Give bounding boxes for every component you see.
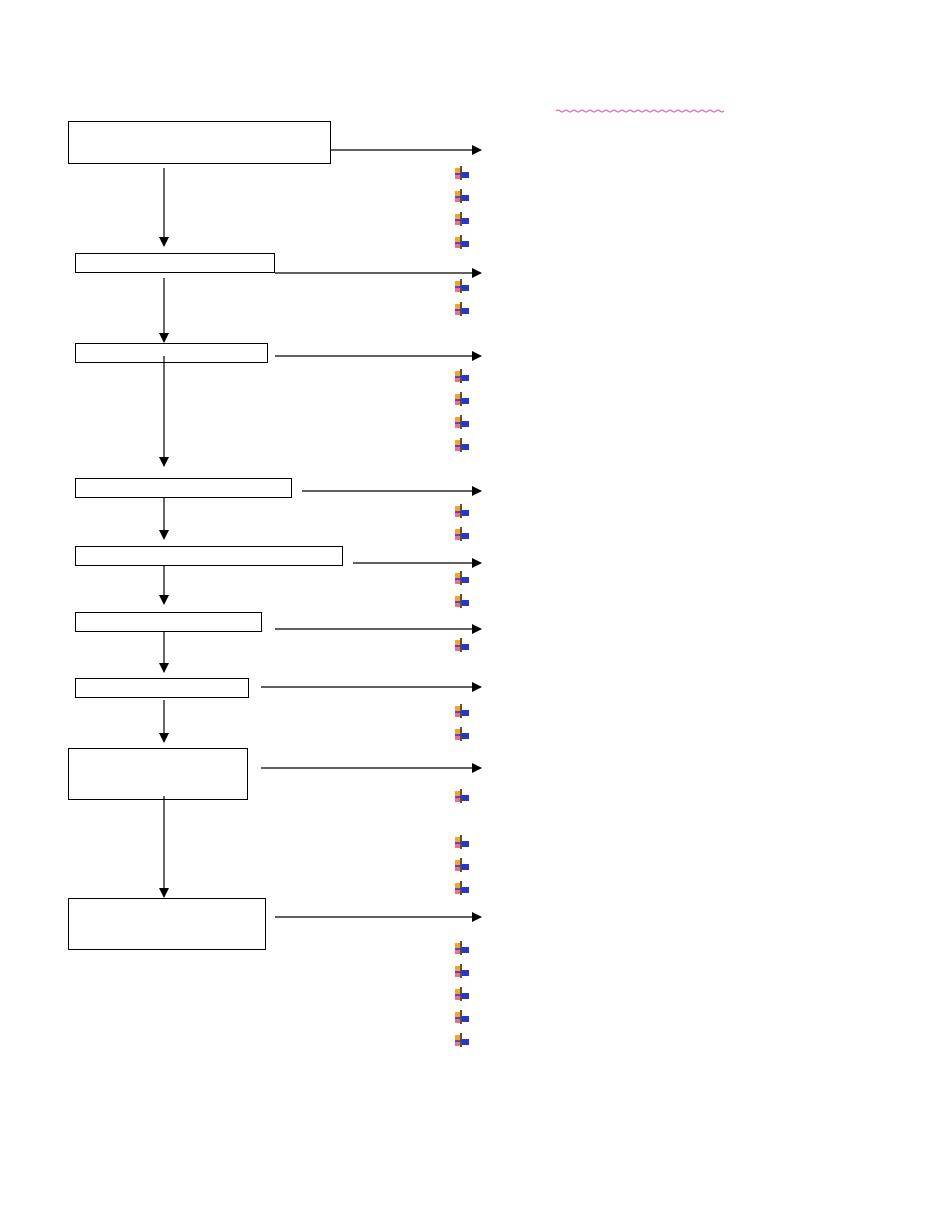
colored-cross-bullet-icon xyxy=(455,881,469,895)
colored-cross-bullet-icon xyxy=(455,858,469,872)
colored-cross-bullet-icon xyxy=(455,438,469,452)
colored-cross-bullet-icon xyxy=(455,789,469,803)
process-box-4 xyxy=(75,478,292,498)
colored-cross-bullet-icon xyxy=(455,166,469,180)
colored-cross-bullet-icon xyxy=(455,235,469,249)
colored-cross-bullet-icon xyxy=(455,1033,469,1047)
colored-cross-bullet-icon xyxy=(455,835,469,849)
squiggle-underline xyxy=(555,109,725,113)
colored-cross-bullet-icon xyxy=(455,302,469,316)
colored-cross-bullet-icon xyxy=(455,638,469,652)
process-box-9 xyxy=(68,898,266,950)
process-box-8 xyxy=(68,748,248,800)
colored-cross-bullet-icon xyxy=(455,212,469,226)
colored-cross-bullet-icon xyxy=(455,571,469,585)
colored-cross-bullet-icon xyxy=(455,504,469,518)
colored-cross-bullet-icon xyxy=(455,1010,469,1024)
process-box-3 xyxy=(75,343,268,363)
colored-cross-bullet-icon xyxy=(455,392,469,406)
colored-cross-bullet-icon xyxy=(455,727,469,741)
colored-cross-bullet-icon xyxy=(455,594,469,608)
colored-cross-bullet-icon xyxy=(455,527,469,541)
colored-cross-bullet-icon xyxy=(455,369,469,383)
colored-cross-bullet-icon xyxy=(455,987,469,1001)
process-box-7 xyxy=(75,678,249,698)
bullet-list xyxy=(455,166,469,1047)
colored-cross-bullet-icon xyxy=(455,415,469,429)
colored-cross-bullet-icon xyxy=(455,941,469,955)
process-box-2 xyxy=(75,253,275,273)
colored-cross-bullet-icon xyxy=(455,279,469,293)
colored-cross-bullet-icon xyxy=(455,704,469,718)
process-box-6 xyxy=(75,612,262,632)
process-box-1 xyxy=(68,121,331,164)
colored-cross-bullet-icon xyxy=(455,189,469,203)
process-box-5 xyxy=(75,546,343,566)
colored-cross-bullet-icon xyxy=(455,964,469,978)
